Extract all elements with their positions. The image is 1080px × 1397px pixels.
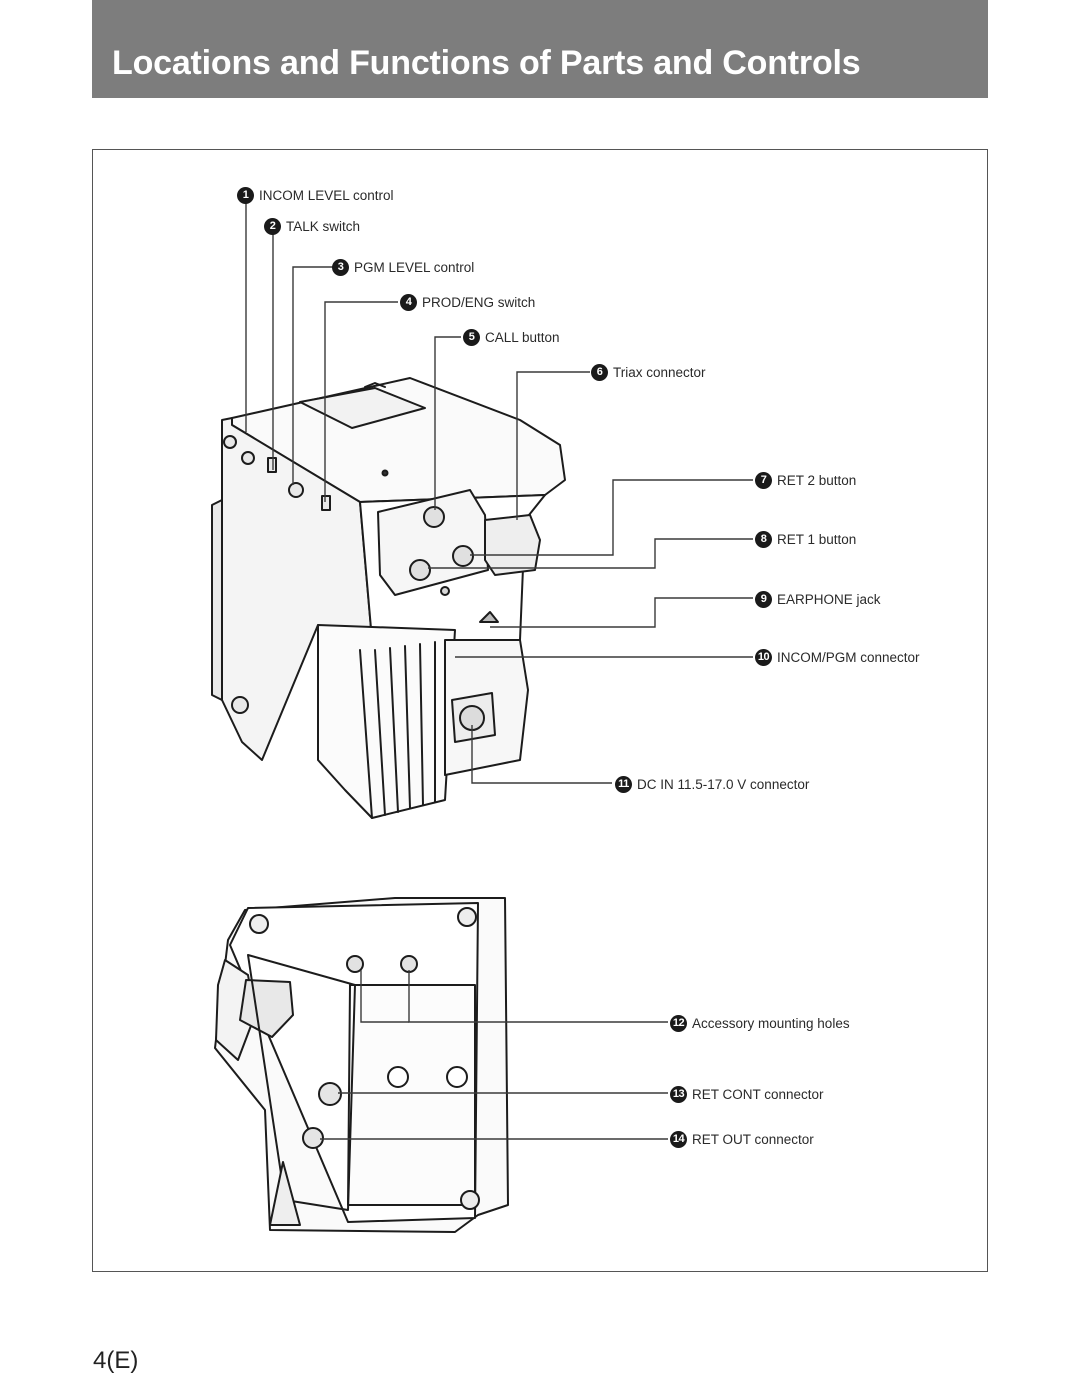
callout-label: PROD/ENG switch xyxy=(422,294,536,310)
callout-label: INCOM/PGM connector xyxy=(777,649,920,665)
callout-label: RET 1 button xyxy=(777,531,857,547)
callout-triax-connector: 6 Triax connector xyxy=(591,362,706,382)
callout-label: CALL button xyxy=(485,329,560,345)
callout-incom-pgm-connector: 10 INCOM/PGM connector xyxy=(755,647,920,667)
callout-label: Accessory mounting holes xyxy=(692,1015,850,1031)
callout-label: TALK switch xyxy=(286,218,361,234)
page-title: Locations and Functions of Parts and Con… xyxy=(112,44,861,82)
callout-number-badge: 2 xyxy=(264,217,281,235)
side-view-body xyxy=(214,897,509,1233)
callout-ret1-button: 8 RET 1 button xyxy=(755,529,856,549)
callout-number-badge: 10 xyxy=(755,648,772,666)
callout-ret-out-connector: 14 RET OUT connector xyxy=(670,1129,814,1149)
callout-number-badge: 8 xyxy=(755,530,772,548)
callout-number-badge: 1 xyxy=(237,186,254,204)
callout-label: DC IN 11.5-17.0 V connector xyxy=(637,776,810,792)
callout-number-badge: 13 xyxy=(670,1085,687,1103)
callout-number-badge: 12 xyxy=(670,1014,687,1032)
callout-call-button: 5 CALL button xyxy=(463,327,560,347)
callout-prod-eng-switch: 4 PROD/ENG switch xyxy=(400,292,535,312)
leader-lines xyxy=(245,202,753,1140)
callout-label: Triax connector xyxy=(613,364,706,380)
callout-label: RET CONT connector xyxy=(692,1086,824,1102)
callout-label: PGM LEVEL control xyxy=(354,259,475,275)
callout-number-badge: 3 xyxy=(332,258,349,276)
callout-accessory-mounting-holes: 12 Accessory mounting holes xyxy=(670,1013,850,1033)
callout-label: RET OUT connector xyxy=(692,1131,814,1147)
callout-incom-level-control: 1 INCOM LEVEL control xyxy=(237,185,394,205)
page-number: 4(E) xyxy=(93,1347,139,1374)
callout-ret2-button: 7 RET 2 button xyxy=(755,470,856,490)
callout-number-badge: 11 xyxy=(615,775,632,793)
callout-number-badge: 4 xyxy=(400,293,417,311)
page-header-bar: Locations and Functions of Parts and Con… xyxy=(92,0,988,98)
callout-number-badge: 9 xyxy=(755,590,772,608)
top-view-body xyxy=(211,377,566,819)
callout-number-badge: 6 xyxy=(591,363,608,381)
callout-pgm-level-control: 3 PGM LEVEL control xyxy=(332,257,474,277)
callout-number-badge: 5 xyxy=(463,328,480,346)
callout-label: EARPHONE jack xyxy=(777,591,881,607)
callout-label: RET 2 button xyxy=(777,472,857,488)
callout-talk-switch: 2 TALK switch xyxy=(264,216,360,236)
figure-frame xyxy=(92,149,988,1272)
callout-ret-cont-connector: 13 RET CONT connector xyxy=(670,1084,824,1104)
callout-number-badge: 7 xyxy=(755,471,772,489)
callout-label: INCOM LEVEL control xyxy=(259,187,394,203)
callout-earphone-jack: 9 EARPHONE jack xyxy=(755,589,881,609)
callout-number-badge: 14 xyxy=(670,1130,687,1148)
callout-dc-in-connector: 11 DC IN 11.5-17.0 V connector xyxy=(615,774,809,794)
